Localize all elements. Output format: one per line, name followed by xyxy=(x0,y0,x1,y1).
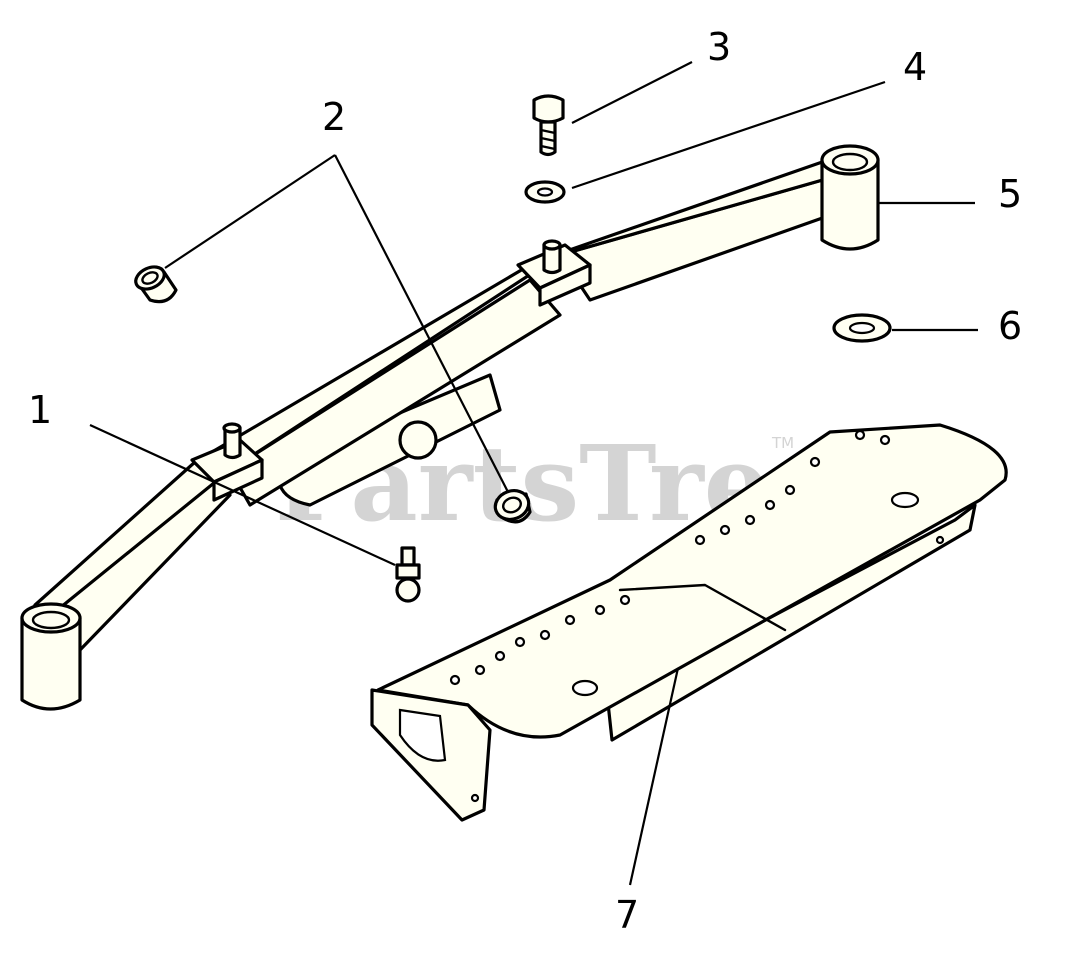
callout-3: 3 xyxy=(707,25,731,69)
callout-7: 7 xyxy=(615,893,639,937)
lock-washer xyxy=(524,180,566,204)
watermark-trademark: TM xyxy=(771,434,794,452)
bushing-upper xyxy=(134,265,178,304)
callout-6: 6 xyxy=(998,304,1022,348)
callout-4: 4 xyxy=(903,45,927,89)
callout-2: 2 xyxy=(322,95,346,139)
callout-1: 1 xyxy=(28,388,52,432)
bolt xyxy=(532,94,565,157)
bushing-lower xyxy=(493,489,532,524)
leader-lines xyxy=(89,61,978,886)
grease-fitting xyxy=(395,546,421,603)
front-axle-beam xyxy=(20,144,880,711)
flat-washer xyxy=(832,313,892,343)
axle-support-plate xyxy=(370,423,1008,822)
callout-5: 5 xyxy=(998,172,1022,216)
